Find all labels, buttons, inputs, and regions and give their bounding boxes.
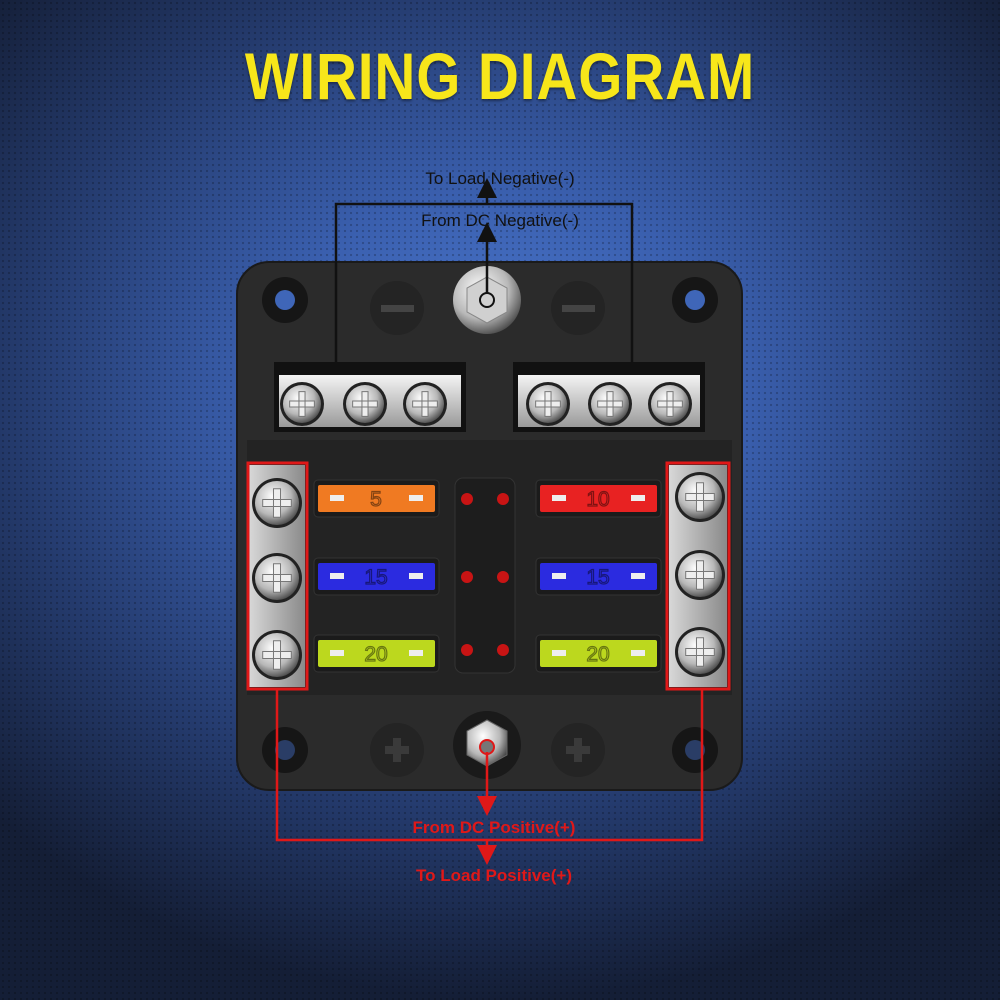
screw-icon: [675, 627, 725, 677]
fuse-rating-label: 15: [364, 566, 387, 589]
page-title: WIRING DIAGRAM: [244, 39, 756, 113]
negative-stud: [453, 266, 521, 334]
led-indicator: [461, 493, 473, 505]
plus-icon: [370, 723, 605, 777]
terminal-screws: [252, 472, 725, 680]
screw-icon: [403, 382, 447, 426]
led-indicator: [461, 571, 473, 583]
fuse-rating-label: 20: [364, 643, 387, 666]
screw-icon: [648, 382, 692, 426]
screw-icon: [343, 382, 387, 426]
bus-screws: [280, 382, 692, 426]
screw-icon: [675, 472, 725, 522]
led-indicator: [497, 644, 509, 656]
screw-icon: [526, 382, 570, 426]
fuses: 5 15 20 10 15 20: [313, 479, 662, 673]
fuse-right-10a[interactable]: 10: [535, 479, 662, 518]
fuse-right-20a[interactable]: 20: [535, 634, 662, 673]
fuse-rating-label: 20: [586, 643, 609, 666]
fuse-left-5a[interactable]: 5: [313, 479, 440, 518]
fuse-rating-label: 10: [586, 488, 609, 511]
positive-wiring: [275, 689, 704, 865]
led-panel: [454, 477, 516, 674]
positive-highlight-right: [665, 461, 731, 691]
minus-icon: [370, 281, 605, 335]
fuse-left-20a[interactable]: 20: [313, 634, 440, 673]
positive-stud: [453, 711, 521, 779]
fuse-rating-label: 15: [586, 566, 609, 589]
led-indicator: [461, 644, 473, 656]
led-indicator: [497, 571, 509, 583]
from-dc-negative-label: From DC Negative(-): [421, 211, 579, 230]
led-indicator: [497, 493, 509, 505]
from-dc-positive-label: From DC Positive(+): [413, 818, 576, 837]
screw-icon: [675, 550, 725, 600]
fuse-left-15a[interactable]: 15: [313, 557, 440, 596]
screw-icon: [280, 382, 324, 426]
indicator-leds: [461, 493, 509, 656]
fuse-rating-label: 5: [370, 488, 382, 511]
screw-icon: [588, 382, 632, 426]
to-load-negative-label: To Load Negative(-): [425, 169, 574, 188]
screw-icon: [252, 553, 302, 603]
to-load-positive-label: To Load Positive(+): [416, 866, 572, 885]
mounting-holes: [262, 277, 718, 773]
fuse-right-15a[interactable]: 15: [535, 557, 662, 596]
screw-icon: [252, 478, 302, 528]
negative-wiring: [334, 178, 634, 362]
screw-icon: [252, 630, 302, 680]
